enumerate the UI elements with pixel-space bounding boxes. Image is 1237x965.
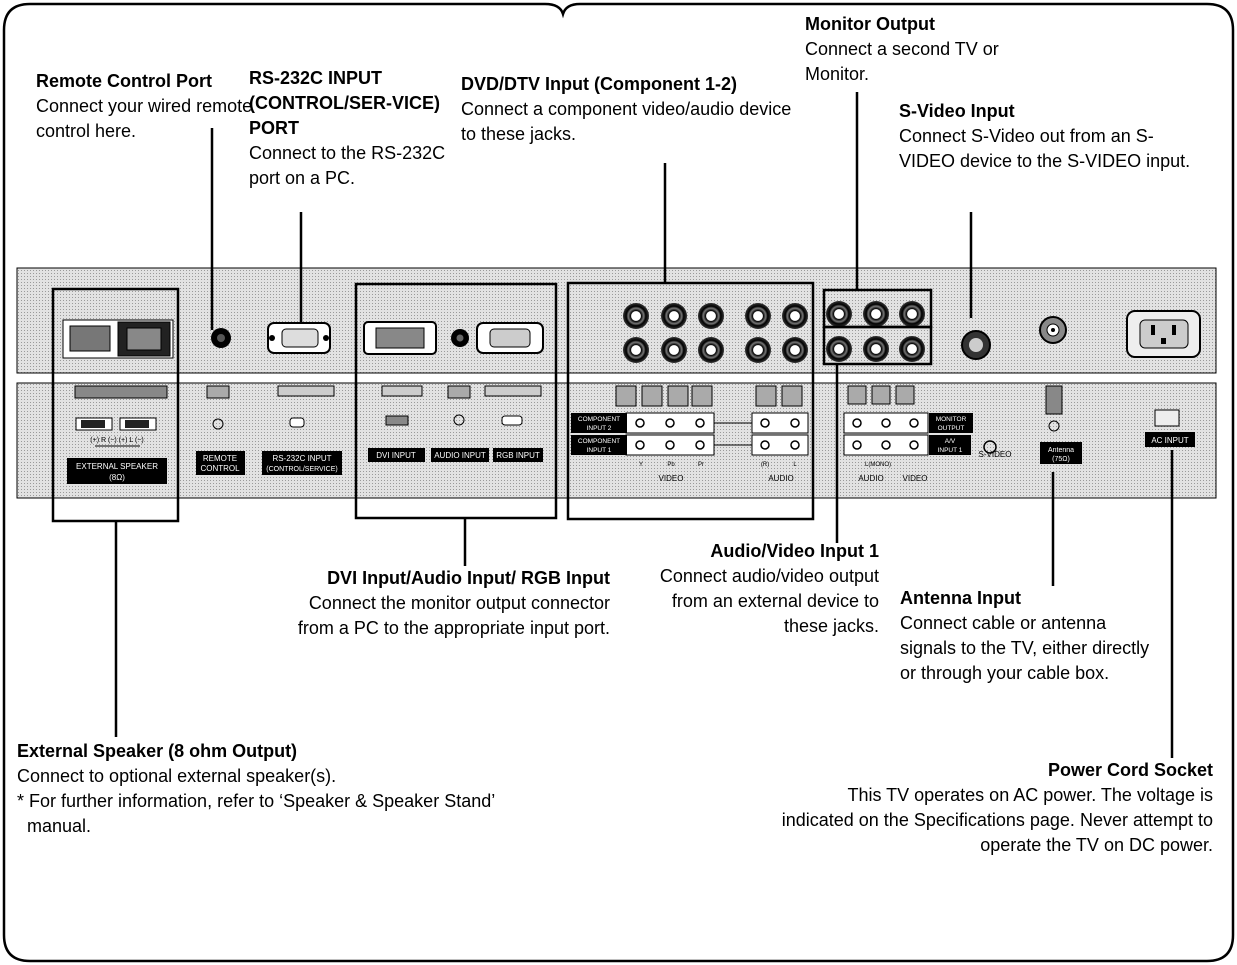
component-jacks [623,303,808,363]
speaker-terminal-block [62,319,174,359]
callout-title: Monitor Output [805,14,935,34]
panel-label-boxes [67,413,1195,484]
callout-av-input-1: Audio/Video Input 1 Connect audio/video … [647,539,879,639]
upper-panel [16,267,1217,374]
callout-title: Remote Control Port [36,71,213,91]
panel-label: AUDIO INPUT [434,451,486,460]
panel-label: MONITOR [936,416,967,423]
callout-s-video-input: S-Video Input Connect S-Video out from a… [899,99,1209,174]
antenna-jack [1039,316,1067,344]
panel-label: RS-232C INPUT [272,454,331,463]
callout-title: DVD/DTV Input (Component 1-2) [461,74,737,94]
panel-label: L(MONO) [865,462,891,468]
box-dvi-audio-rgb [354,282,558,520]
callout-title: Audio/Video Input 1 [710,541,879,561]
callout-desc: Connect to optional external speaker(s). [17,766,337,786]
panel-label: AUDIO [858,474,883,483]
panel-label: RGB INPUT [496,451,540,460]
panel-label: COMPONENT [578,438,620,445]
callout-dvi-audio-rgb-input: DVI Input/Audio Input/ RGB Input Connect… [290,566,610,641]
panel-label: L [793,462,797,468]
panel-label: Pr [698,462,704,468]
callout-desc: Connect the monitor output connector fro… [297,593,610,638]
panel-label: REMOTE [203,454,237,463]
panel-label: AC INPUT [1151,436,1188,445]
callout-desc: Connect a component video/audio device t… [461,99,792,144]
callout-desc: Connect to the RS-232C port on a PC. [249,143,446,188]
panel-label: (CONTROL/SERVICE) [266,466,337,473]
callout-title: External Speaker (8 ohm Output) [17,741,298,761]
panel-label: A/V [945,438,956,445]
panel-label: (R) [761,462,769,468]
callout-title: Power Cord Socket [1047,760,1213,780]
panel-label: INPUT 1 [938,447,963,454]
rgb-connector [476,322,544,354]
panel-label: OUTPUT [938,425,965,432]
panel-label: Pb [667,462,675,468]
callout-antenna-input: Antenna Input Connect cable or antenna s… [900,586,1160,686]
panel-label: AUDIO [768,474,793,483]
callout-title: RS-232C INPUT (CONTROL/SER-VICE) PORT [249,68,440,138]
lower-panel-details [74,385,1180,456]
panel-label: DVI INPUT [376,451,416,460]
box-av-input1 [822,325,933,366]
callout-power-cord-socket: Power Cord Socket This TV operates on AC… [780,758,1213,858]
rs232-connector [267,322,331,354]
callout-remote-control-port: Remote Control Port Connect your wired r… [36,69,266,144]
callout-desc: Connect audio/video output from an exter… [659,566,879,636]
panel-label: VIDEO [659,474,684,483]
panel-label: CONTROL [200,464,240,473]
s-video-jack [961,330,991,360]
panel-label: INPUT 1 [587,447,612,454]
callout-title: S-Video Input [899,101,1015,121]
dvi-connector [363,321,437,355]
callout-rs232-port: RS-232C INPUT (CONTROL/SER-VICE) PORT Co… [249,66,454,191]
panel-label: Y [639,462,643,468]
box-component [566,281,815,521]
panel-label: VIDEO [903,474,928,483]
panel-label: EXTERNAL SPEAKER [76,462,158,471]
ac-socket [1126,310,1201,358]
callout-desc: Connect your wired remote control here. [36,96,253,141]
callout-monitor-output: Monitor Output Connect a second TV or Mo… [805,12,1055,87]
callout-note: * For further information, refer to ‘Spe… [17,791,495,836]
panel-label: (8Ω) [109,473,125,482]
callout-title: Antenna Input [900,588,1021,608]
panel-label: (75Ω) [1052,456,1070,463]
callout-title: DVI Input/Audio Input/ RGB Input [327,568,610,588]
monitor-output-jacks [826,301,925,327]
callout-desc: Connect a second TV or Monitor. [805,39,999,84]
callout-external-speaker: External Speaker (8 ohm Output) Connect … [17,739,577,839]
panel-label: INPUT 2 [587,425,612,432]
leader-lines [114,92,1174,758]
panel-label: COMPONENT [578,416,620,423]
callout-desc: Connect cable or antenna signals to the … [900,613,1150,683]
callout-desc: Connect S-Video out from an S-VIDEO devi… [899,126,1191,171]
av-input1-jacks [826,336,925,362]
panel-label: S-VIDEO [979,450,1012,459]
panel-label: (+) R (−) (+) L (−) [90,437,143,444]
callout-desc: This TV operates on AC power. The voltag… [781,785,1213,855]
panel-label: Antenna [1048,447,1074,454]
callout-dvd-dtv-input: DVD/DTV Input (Component 1-2) Connect a … [461,72,801,147]
